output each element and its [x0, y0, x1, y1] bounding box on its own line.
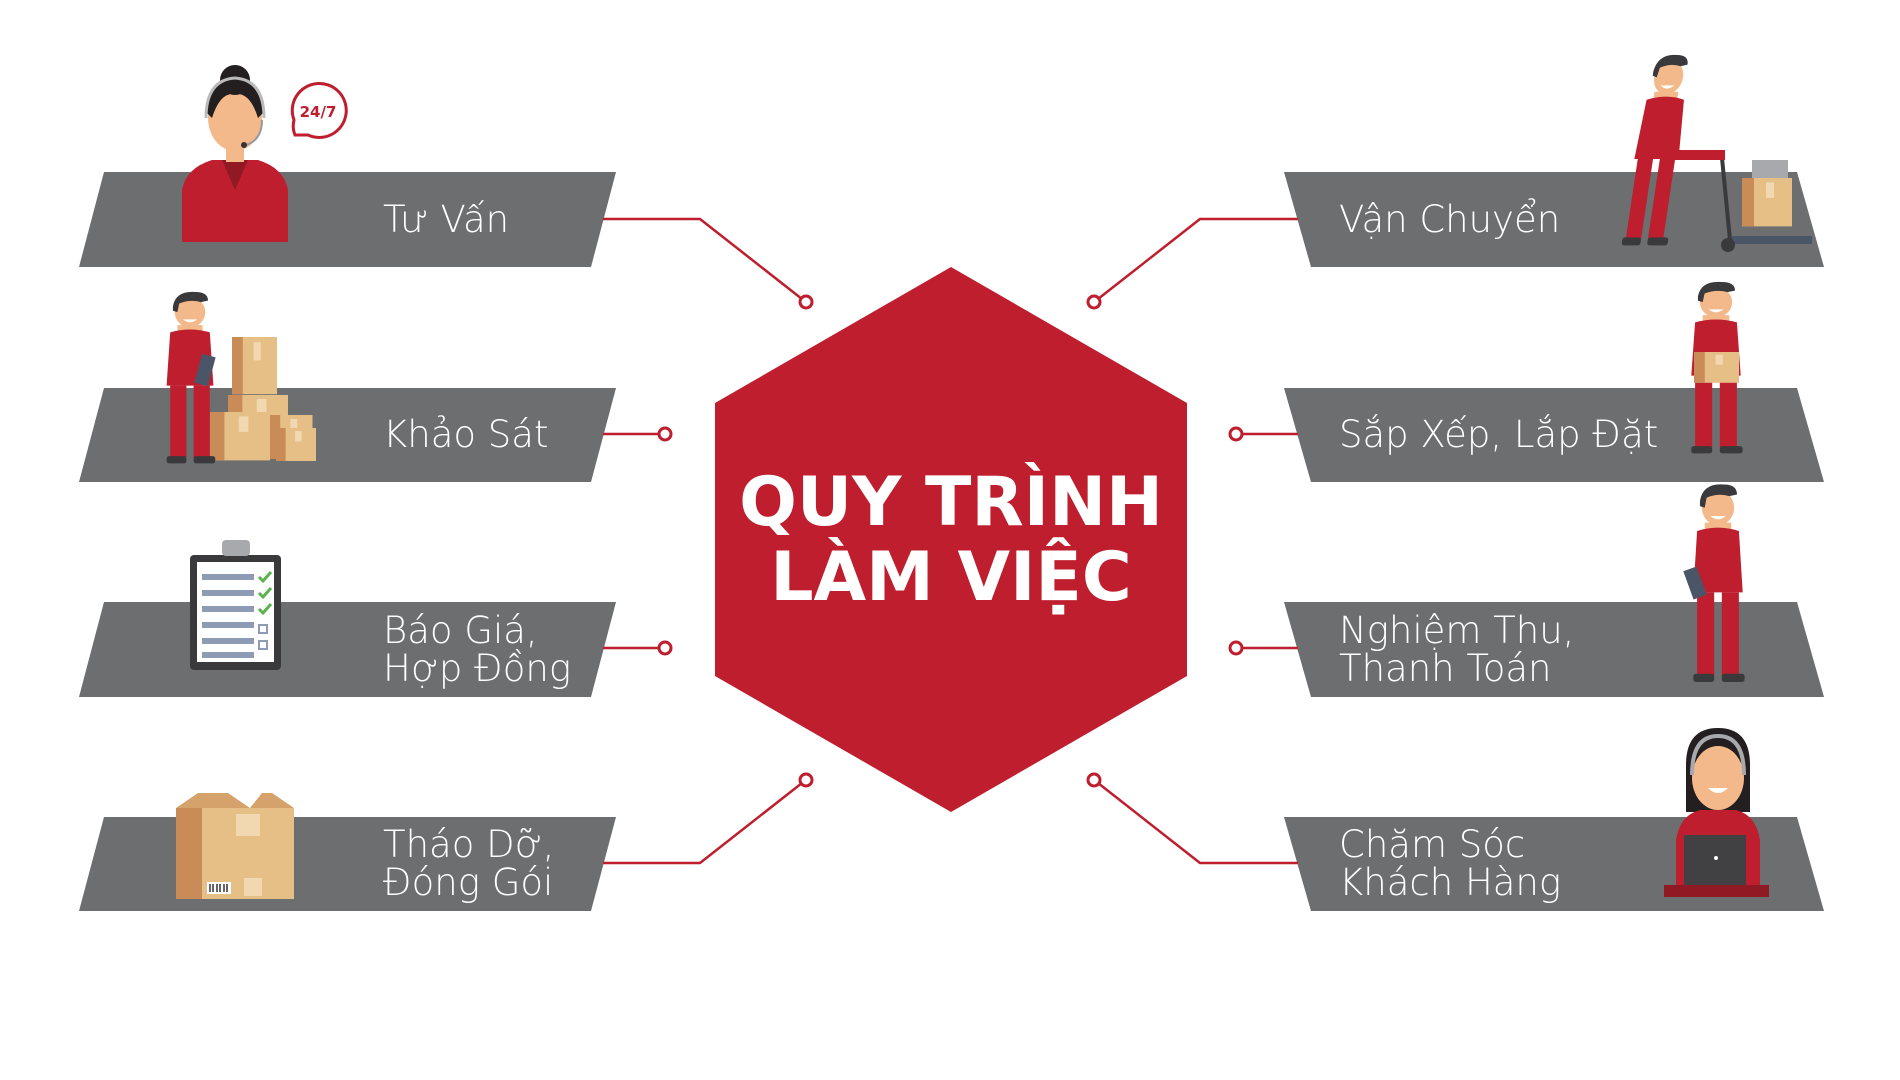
- badge-247: 24/7: [290, 81, 348, 139]
- connector-line: [603, 217, 803, 300]
- step-thao-do-dong-goi[interactable]: Tháo Dỡ, Đóng Gói: [79, 817, 616, 911]
- badge-247-text: 24/7: [300, 103, 337, 121]
- step-bar: [1284, 602, 1824, 697]
- step-label: Tư Vấn: [383, 198, 509, 241]
- connector-node: [1228, 426, 1244, 442]
- step-label: Khảo Sát: [383, 413, 548, 456]
- title-line2: LÀM VIỆC: [770, 536, 1132, 617]
- connector-line: [1097, 782, 1298, 865]
- step-label-line1: Báo Giá,: [383, 609, 538, 652]
- step-label-line1: Tháo Dỡ,: [383, 823, 554, 866]
- step-label-line1: Nghiệm Thu,: [1339, 609, 1574, 652]
- step-tu-van[interactable]: Tư Vấn: [79, 172, 616, 267]
- connector-node: [1086, 772, 1102, 788]
- customer-care-agent-icon: [1664, 728, 1769, 897]
- worker-with-clipboard-icon: [1683, 484, 1745, 683]
- step-sap-xep-lap-dat[interactable]: Sắp Xếp, Lắp Đặt: [1284, 388, 1824, 482]
- connector-node: [657, 640, 673, 656]
- support-agent-icon: [182, 65, 288, 242]
- step-label-line2: Đóng Gói: [383, 861, 553, 904]
- step-bar: [1284, 388, 1824, 482]
- step-label-line2: Thanh Toán: [1339, 647, 1551, 690]
- step-van-chuyen[interactable]: Vận Chuyển: [1284, 172, 1824, 267]
- step-label: Vận Chuyển: [1339, 197, 1560, 241]
- connectors: [603, 217, 1298, 865]
- step-label-line2: Hợp Đồng: [383, 647, 571, 690]
- connector-node: [798, 294, 814, 310]
- step-label-line2: Khách Hàng: [1339, 861, 1561, 904]
- step-bar: [1284, 172, 1824, 267]
- connector-line: [603, 782, 803, 865]
- step-nghiem-thu-thanh-toan[interactable]: Nghiệm Thu, Thanh Toán: [1284, 602, 1824, 697]
- center-hexagon: QUY TRÌNH LÀM VIỆC: [715, 267, 1187, 812]
- step-label-line1: Chăm Sóc: [1339, 823, 1525, 866]
- worker-with-boxes-icon: [166, 291, 316, 464]
- step-bao-gia-hop-dong[interactable]: Báo Giá, Hợp Đồng: [79, 602, 616, 697]
- step-label: Sắp Xếp, Lắp Đặt: [1339, 413, 1658, 456]
- connector-node: [1086, 294, 1102, 310]
- connector-node: [657, 426, 673, 442]
- connector-node: [798, 772, 814, 788]
- title-line1: QUY TRÌNH: [739, 462, 1163, 542]
- cardboard-box-icon: [176, 793, 294, 899]
- clipboard-checklist-icon: [190, 540, 281, 670]
- worker-hand-truck-icon: [1621, 54, 1812, 252]
- step-bar: [79, 172, 616, 267]
- connector-line: [1097, 217, 1298, 300]
- connector-node: [1228, 640, 1244, 656]
- step-khao-sat[interactable]: Khảo Sát: [79, 388, 616, 482]
